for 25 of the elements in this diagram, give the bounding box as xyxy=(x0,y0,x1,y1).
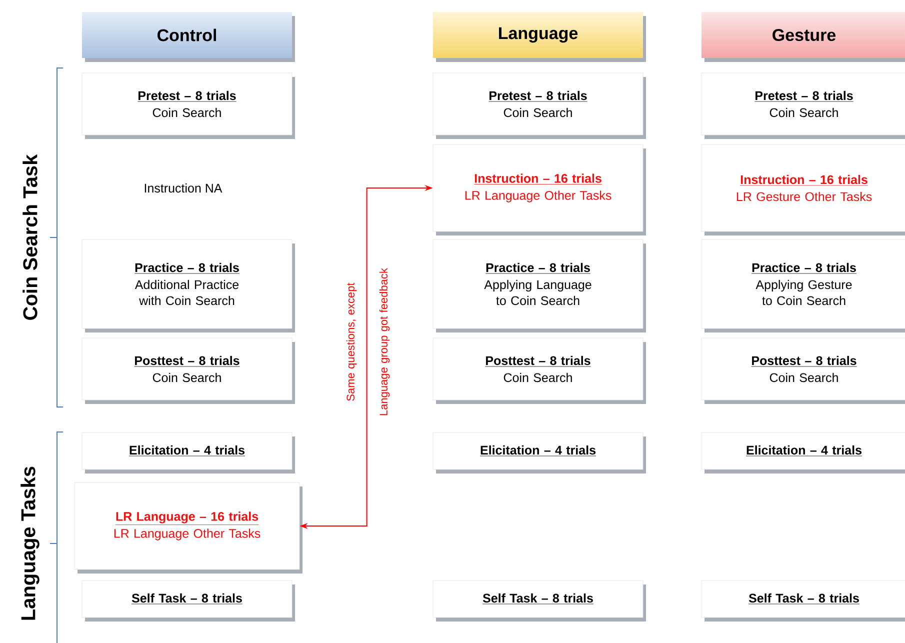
note-text: Instruction NA xyxy=(144,183,222,193)
edge-label: Same questions, except Language group got feedback xyxy=(346,268,390,416)
column-header: Control xyxy=(82,12,295,62)
step-box: Practice – 8 trials Applying Language to Coin Search xyxy=(432,239,646,332)
step-box: Elicitation – 4 trials xyxy=(701,432,905,474)
step-box: Pretest – 8 trials Coin Search xyxy=(82,72,295,139)
step-box: Self Task – 8 trials xyxy=(82,580,295,622)
step-box: Elicitation – 4 trials xyxy=(82,432,295,474)
step-box: Posttest – 8 trials Coin Search xyxy=(82,338,295,404)
step-box: Posttest – 8 trials Coin Search xyxy=(432,338,646,404)
step-box: Instruction – 16 trials LR Language Other Tasks xyxy=(432,144,646,236)
step-box: Self Task – 8 trials xyxy=(432,580,646,622)
step-box: Pretest – 8 trials Coin Search xyxy=(432,72,646,139)
step-box: Posttest – 8 trials Coin Search xyxy=(701,338,905,404)
step-box: Practice – 8 trials Additional Practice with Coin Search xyxy=(82,239,295,332)
column-header: Gesture xyxy=(702,12,905,62)
column-header: Language xyxy=(433,12,646,62)
step-box: Pretest – 8 trials Coin Search xyxy=(701,72,905,139)
section-label: Language Tasks xyxy=(20,466,40,620)
step-box: Practice – 8 trials Applying Gesture to Coin Search xyxy=(701,239,905,332)
section-label: Coin Search Task xyxy=(22,154,38,320)
step-box: Self Task – 8 trials xyxy=(701,580,905,622)
step-box: Instruction – 16 trials LR Gesture Other Tasks xyxy=(701,144,905,236)
step-box: LR Language – 16 trials LR Language Other Tasks xyxy=(74,482,302,574)
step-box: Elicitation – 4 trials xyxy=(432,432,646,474)
